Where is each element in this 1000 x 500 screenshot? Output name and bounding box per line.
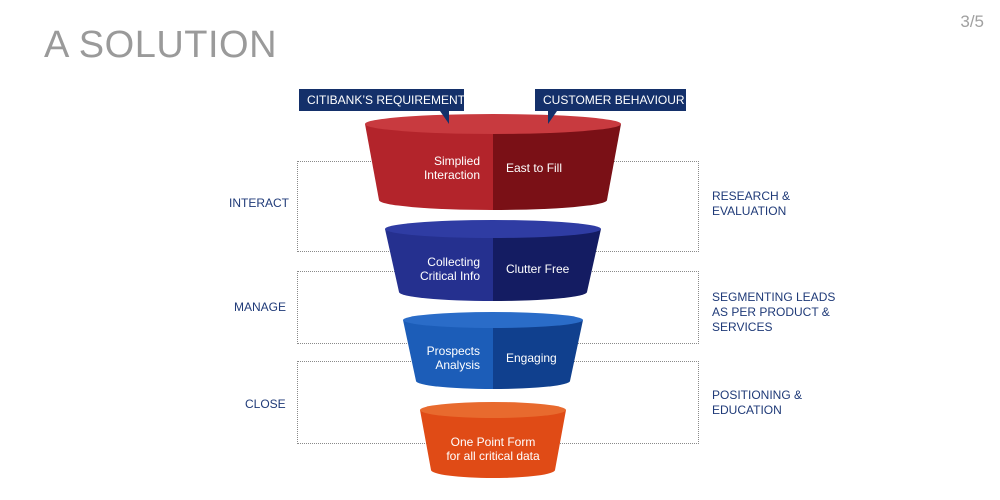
funnel-segment-2-right-text: Engaging [506, 351, 557, 365]
funnel-segment-0-base-right [493, 200, 607, 210]
funnel-segment-2-rim [403, 312, 583, 328]
funnel-segment-1-base-left [399, 292, 493, 301]
tag-right-pointer [548, 111, 557, 124]
funnel-segment-0-right-text: East to Fill [506, 161, 562, 175]
funnel-segment-2-base-left [416, 381, 493, 389]
funnel-segment-1-right [493, 229, 601, 301]
funnel-bottom-cup [420, 410, 566, 478]
stage-desc-positioning: POSITIONING & EDUCATION [712, 388, 803, 417]
stage-desc-research: RESEARCH & EVALUATION [712, 189, 791, 218]
stage-label-interact: INTERACT [229, 196, 289, 210]
funnel-segment-2-right [493, 320, 583, 389]
funnel-segment-1-right-text: Clutter Free [506, 262, 570, 276]
funnel-segment-0-rim [365, 114, 621, 134]
funnel-segment-0-base-left [379, 200, 493, 210]
funnel-segment-0-left [365, 124, 493, 210]
funnel-segment-1-left [385, 229, 493, 301]
funnel-segment-1-base-right [493, 292, 587, 301]
funnel-segment-0-right [493, 124, 621, 210]
funnel-segment-2-left [403, 320, 493, 389]
slide-title: A SOLUTION [44, 24, 278, 66]
stage-label-manage: MANAGE [234, 300, 287, 314]
stage-desc-segmenting: SEGMENTING LEADS AS PER PRODUCT & SERVIC… [712, 290, 836, 334]
tag-customer-behaviour: CUSTOMER BEHAVIOUR [535, 89, 686, 111]
stage-label-close: CLOSE [245, 397, 286, 411]
tag-citibank-requirement: CITIBANK’S REQUIREMENT [299, 89, 465, 111]
tag-left-pointer [440, 111, 449, 124]
funnel-segment-2-base-right [493, 381, 570, 389]
funnel-bottom-rim [420, 402, 566, 418]
page-number: 3/5 [960, 12, 984, 31]
funnel-segment-1-rim [385, 220, 601, 238]
